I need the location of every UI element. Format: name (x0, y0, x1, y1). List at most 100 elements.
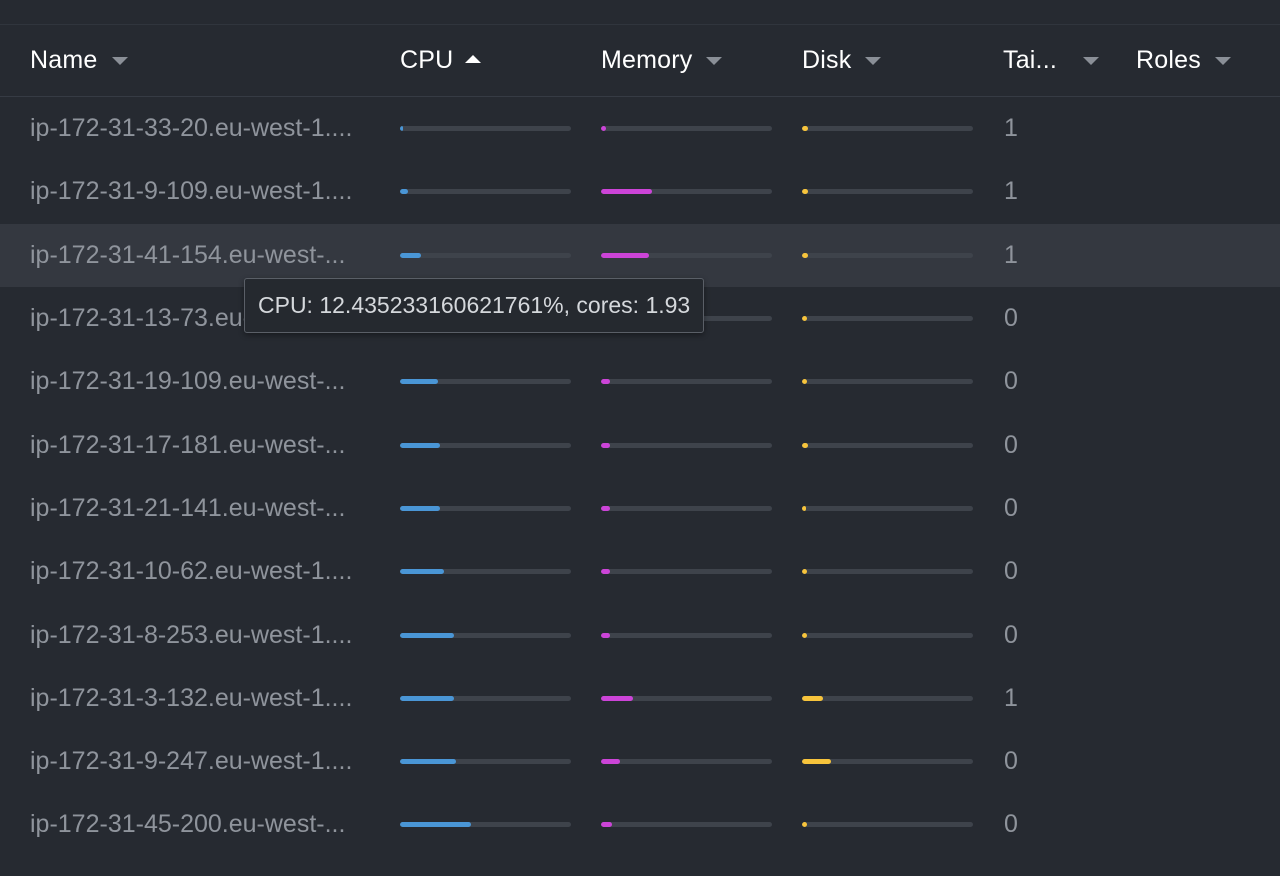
memory-usage-bar[interactable] (601, 505, 772, 511)
table-row[interactable]: ip-172-31-9-109.eu-west-1.... 1 (0, 160, 1280, 223)
disk-usage-bar[interactable] (802, 316, 973, 322)
cpu-usage-bar[interactable] (400, 189, 571, 195)
memory-usage-bar[interactable] (601, 379, 772, 385)
memory-usage-bar[interactable] (601, 126, 772, 132)
table-row[interactable]: ip-172-31-10-62.eu-west-1.... 0 (0, 540, 1280, 603)
memory-usage-bar-fill (601, 569, 610, 575)
column-header-cpu[interactable]: CPU (400, 25, 482, 96)
table-row[interactable]: ip-172-31-9-247.eu-west-1.... 0 (0, 730, 1280, 793)
node-name[interactable]: ip-172-31-33-20.eu-west-1.... (30, 114, 353, 143)
table-row[interactable]: ip-172-31-17-181.eu-west-...0 (0, 413, 1280, 476)
memory-usage-bar[interactable] (601, 569, 772, 575)
node-name[interactable]: ip-172-31-17-181.eu-west-... (30, 430, 346, 459)
disk-usage-bar[interactable] (802, 569, 973, 575)
memory-usage-bar[interactable] (601, 759, 772, 765)
memory-usage-bar-fill (601, 759, 620, 765)
column-header-label: CPU (400, 46, 454, 74)
cpu-usage-bar[interactable] (400, 126, 571, 132)
disk-usage-bar[interactable] (802, 695, 973, 701)
table-row[interactable]: ip-172-31-19-109.eu-west-... 0 (0, 350, 1280, 413)
column-header-roles[interactable]: Roles (1136, 25, 1231, 96)
disk-usage-bar[interactable] (802, 442, 973, 448)
memory-usage-bar[interactable] (601, 189, 772, 195)
column-header-taints[interactable]: Tai... (1003, 25, 1099, 96)
cpu-usage-bar[interactable] (400, 695, 571, 701)
memory-usage-bar[interactable] (601, 822, 772, 828)
table-row[interactable]: ip-172-31-45-200.eu-west-... 0 (0, 793, 1280, 856)
memory-usage-bar-fill (601, 505, 610, 511)
disk-usage-bar-fill (802, 442, 808, 448)
node-name[interactable]: ip-172-31-45-200.eu-west-... (30, 810, 346, 839)
cpu-usage-bar[interactable] (400, 252, 571, 258)
disk-usage-bar[interactable] (802, 505, 973, 511)
cpu-usage-bar[interactable] (400, 759, 571, 765)
taints-count: 0 (1004, 367, 1018, 396)
memory-usage-bar-fill (601, 189, 653, 195)
node-name[interactable]: ip-172-31-21-141.eu-west-... (30, 493, 346, 522)
table-row[interactable]: ip-172-31-41-154.eu-west-...1 (0, 223, 1280, 287)
sort-caret-down-icon (706, 56, 723, 65)
sort-caret-down-icon (1214, 56, 1231, 65)
memory-usage-bar[interactable] (601, 695, 772, 701)
disk-usage-bar-fill (802, 569, 808, 575)
disk-usage-bar[interactable] (802, 252, 973, 258)
disk-usage-bar[interactable] (802, 189, 973, 195)
memory-usage-bar-fill (601, 442, 610, 448)
cpu-usage-bar-fill (400, 505, 441, 511)
disk-usage-bar[interactable] (802, 379, 973, 385)
memory-usage-bar[interactable] (601, 252, 772, 258)
node-name[interactable]: ip-172-31-19-109.eu-west-... (30, 367, 346, 396)
sort-ascending-icon (465, 54, 482, 63)
sort-caret-down-icon (111, 56, 128, 65)
column-header-memory[interactable]: Memory (601, 25, 723, 96)
memory-usage-bar[interactable] (601, 632, 772, 638)
node-name[interactable]: ip-172-31-9-247.eu-west-1.... (30, 747, 353, 776)
table-row[interactable]: ip-172-31-21-141.eu-west-... 0 (0, 477, 1280, 540)
taints-count: 0 (1004, 747, 1018, 776)
column-header-name[interactable]: Name (30, 25, 128, 96)
cpu-usage-bar-fill (400, 822, 471, 828)
column-header-label: Disk (802, 46, 852, 74)
sort-caret-down-icon (865, 56, 882, 65)
node-name[interactable]: ip-172-31-41-154.eu-west-... (30, 240, 346, 269)
table-row[interactable]: ip-172-31-8-253.eu-west-1....0 (0, 603, 1280, 666)
sort-caret-down-icon (1083, 56, 1099, 65)
disk-usage-bar[interactable] (802, 632, 973, 638)
cpu-usage-bar-fill (400, 126, 404, 132)
disk-usage-bar[interactable] (802, 126, 973, 132)
memory-usage-bar-fill (601, 822, 613, 828)
taints-count: 0 (1004, 493, 1018, 522)
cpu-usage-bar[interactable] (400, 632, 571, 638)
node-name[interactable]: ip-172-31-8-253.eu-west-1.... (30, 620, 353, 649)
memory-usage-bar-fill (601, 632, 610, 638)
memory-usage-bar[interactable] (601, 442, 772, 448)
cpu-usage-bar-fill (400, 759, 457, 765)
taints-count: 1 (1004, 114, 1018, 143)
memory-usage-bar-fill (601, 379, 610, 385)
cpu-usage-bar-fill (400, 442, 441, 448)
taints-count: 0 (1004, 810, 1018, 839)
node-name[interactable]: ip-172-31-9-109.eu-west-1.... (30, 177, 353, 206)
cpu-usage-bar[interactable] (400, 569, 571, 575)
table-row[interactable]: ip-172-31-3-132.eu-west-1....1 (0, 667, 1280, 730)
disk-usage-bar-fill (802, 126, 808, 132)
cpu-usage-bar[interactable] (400, 442, 571, 448)
cpu-usage-bar[interactable] (400, 822, 571, 828)
cpu-usage-bar[interactable] (400, 379, 571, 385)
cpu-usage-bar-fill (400, 695, 454, 701)
disk-usage-bar[interactable] (802, 822, 973, 828)
disk-usage-bar-fill (802, 252, 808, 258)
table-header: Name CPU Memory Disk Tai... Roles (0, 25, 1280, 97)
node-name[interactable]: ip-172-31-3-132.eu-west-1.... (30, 683, 353, 712)
cpu-usage-bar[interactable] (400, 505, 571, 511)
disk-usage-bar[interactable] (802, 759, 973, 765)
disk-usage-bar-fill (802, 316, 808, 322)
taints-count: 1 (1004, 177, 1018, 206)
node-name[interactable]: ip-172-31-10-62.eu-west-1.... (30, 557, 353, 586)
cpu-usage-bar-fill (400, 569, 445, 575)
column-header-disk[interactable]: Disk (802, 25, 882, 96)
table-row[interactable]: ip-172-31-33-20.eu-west-1.... 1 (0, 97, 1280, 160)
memory-usage-bar-fill (601, 695, 634, 701)
taints-count: 0 (1004, 557, 1018, 586)
